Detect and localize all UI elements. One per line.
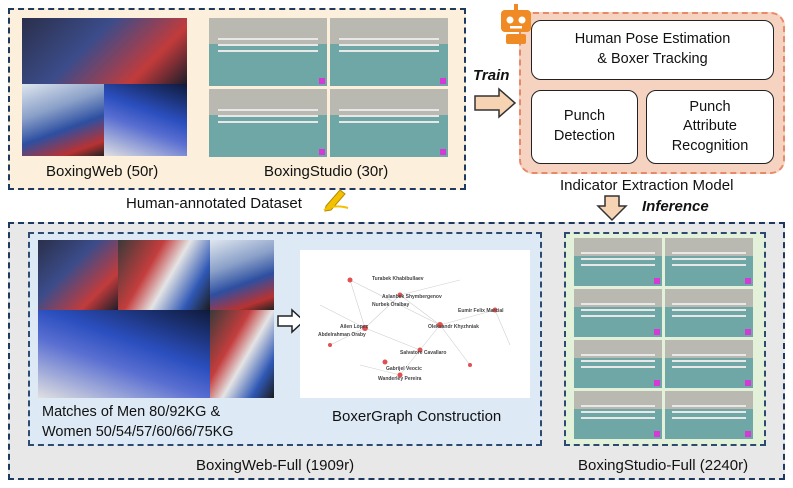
graph-node-label: Nurbek Oralbay <box>372 302 410 308</box>
graph-node-label: Turabek Khabibullaev <box>372 276 424 282</box>
camera-tag-icon <box>319 149 325 155</box>
boxingstudio-image-1 <box>209 18 327 86</box>
pose-estimation-label: Human Pose Estimation & Boxer Tracking <box>574 31 731 67</box>
boxingstudio-image-2 <box>330 18 448 86</box>
boxingweb-caption: BoxingWeb (50r) <box>46 163 159 180</box>
camera-tag-icon <box>440 78 446 84</box>
web-full-image-5 <box>210 310 274 398</box>
train-arrow-icon <box>474 87 517 119</box>
graph-node-label: Eumir Felix Marcial <box>458 308 504 314</box>
graph-node-label: Aslanbek Shymbergenov <box>382 294 442 300</box>
graph-node-label: Salvatore Cavallaro <box>400 350 447 356</box>
graph-label: BoxerGraph Construction <box>332 408 502 425</box>
camera-tag-icon <box>745 278 751 284</box>
studio-full-image-1 <box>574 238 662 286</box>
dataset-label: Human-annotated Dataset <box>126 195 302 212</box>
studio-full-image-8 <box>665 391 753 439</box>
studio-full-image-5 <box>574 340 662 388</box>
punch-detection-module: Punch Detection <box>531 90 638 164</box>
pencil-icon <box>323 189 349 212</box>
inference-arrow-icon <box>596 195 628 222</box>
graph-node-label: Abdelrahman Oraby <box>318 332 366 338</box>
camera-tag-icon <box>745 431 751 437</box>
camera-tag-icon <box>654 431 660 437</box>
matches-line-1: Matches of Men 80/92KG & <box>42 404 221 420</box>
web-full-image-2 <box>118 240 210 310</box>
camera-tag-icon <box>654 380 660 386</box>
boxingweb-image-1 <box>22 18 187 84</box>
boxingweb-image-3 <box>104 84 187 156</box>
studio-full-image-2 <box>665 238 753 286</box>
studio-full-image-4 <box>665 289 753 337</box>
punch-attribute-label: Punch Attribute Recognition <box>671 98 749 154</box>
train-label: Train <box>473 67 510 84</box>
graph-node-label: Gabrijel Veocic <box>386 366 422 372</box>
graph-node-label: Oleksandr Khyzhniak <box>428 324 479 330</box>
web-full-image-4 <box>38 310 210 398</box>
boxingstudio-image-4 <box>330 89 448 157</box>
studio-full-image-3 <box>574 289 662 337</box>
camera-tag-icon <box>654 329 660 335</box>
boxingweb-full-caption: BoxingWeb-Full (1909r) <box>196 457 355 474</box>
punch-attribute-module: Punch Attribute Recognition <box>646 90 774 164</box>
camera-tag-icon <box>654 278 660 284</box>
robot-icon <box>501 4 531 44</box>
studio-full-image-6 <box>665 340 753 388</box>
model-title: Indicator Extraction Model <box>560 177 734 194</box>
graph-arrow-icon <box>277 308 306 334</box>
inference-label: Inference <box>642 198 709 215</box>
web-full-image-1 <box>38 240 118 310</box>
punch-detection-label: Punch Detection <box>553 108 616 144</box>
web-full-image-3 <box>210 240 274 310</box>
boxingweb-image-2 <box>22 84 104 156</box>
matches-line-2: Women 50/54/57/60/66/75KG <box>42 424 234 440</box>
camera-tag-icon <box>745 329 751 335</box>
boxingstudio-image-3 <box>209 89 327 157</box>
boxer-graph: Turabek Khabibullaev Nurbek Oralbay Asla… <box>300 250 530 398</box>
studio-full-image-7 <box>574 391 662 439</box>
camera-tag-icon <box>440 149 446 155</box>
boxingstudio-full-caption: BoxingStudio-Full (2240r) <box>578 457 749 474</box>
camera-tag-icon <box>319 78 325 84</box>
graph-node-label: Wanderley Pereira <box>378 376 422 382</box>
camera-tag-icon <box>745 380 751 386</box>
boxingstudio-caption: BoxingStudio (30r) <box>264 163 389 180</box>
pose-estimation-module: Human Pose Estimation & Boxer Tracking <box>531 20 774 80</box>
graph-node-label: Ailen Lopez <box>340 324 369 330</box>
